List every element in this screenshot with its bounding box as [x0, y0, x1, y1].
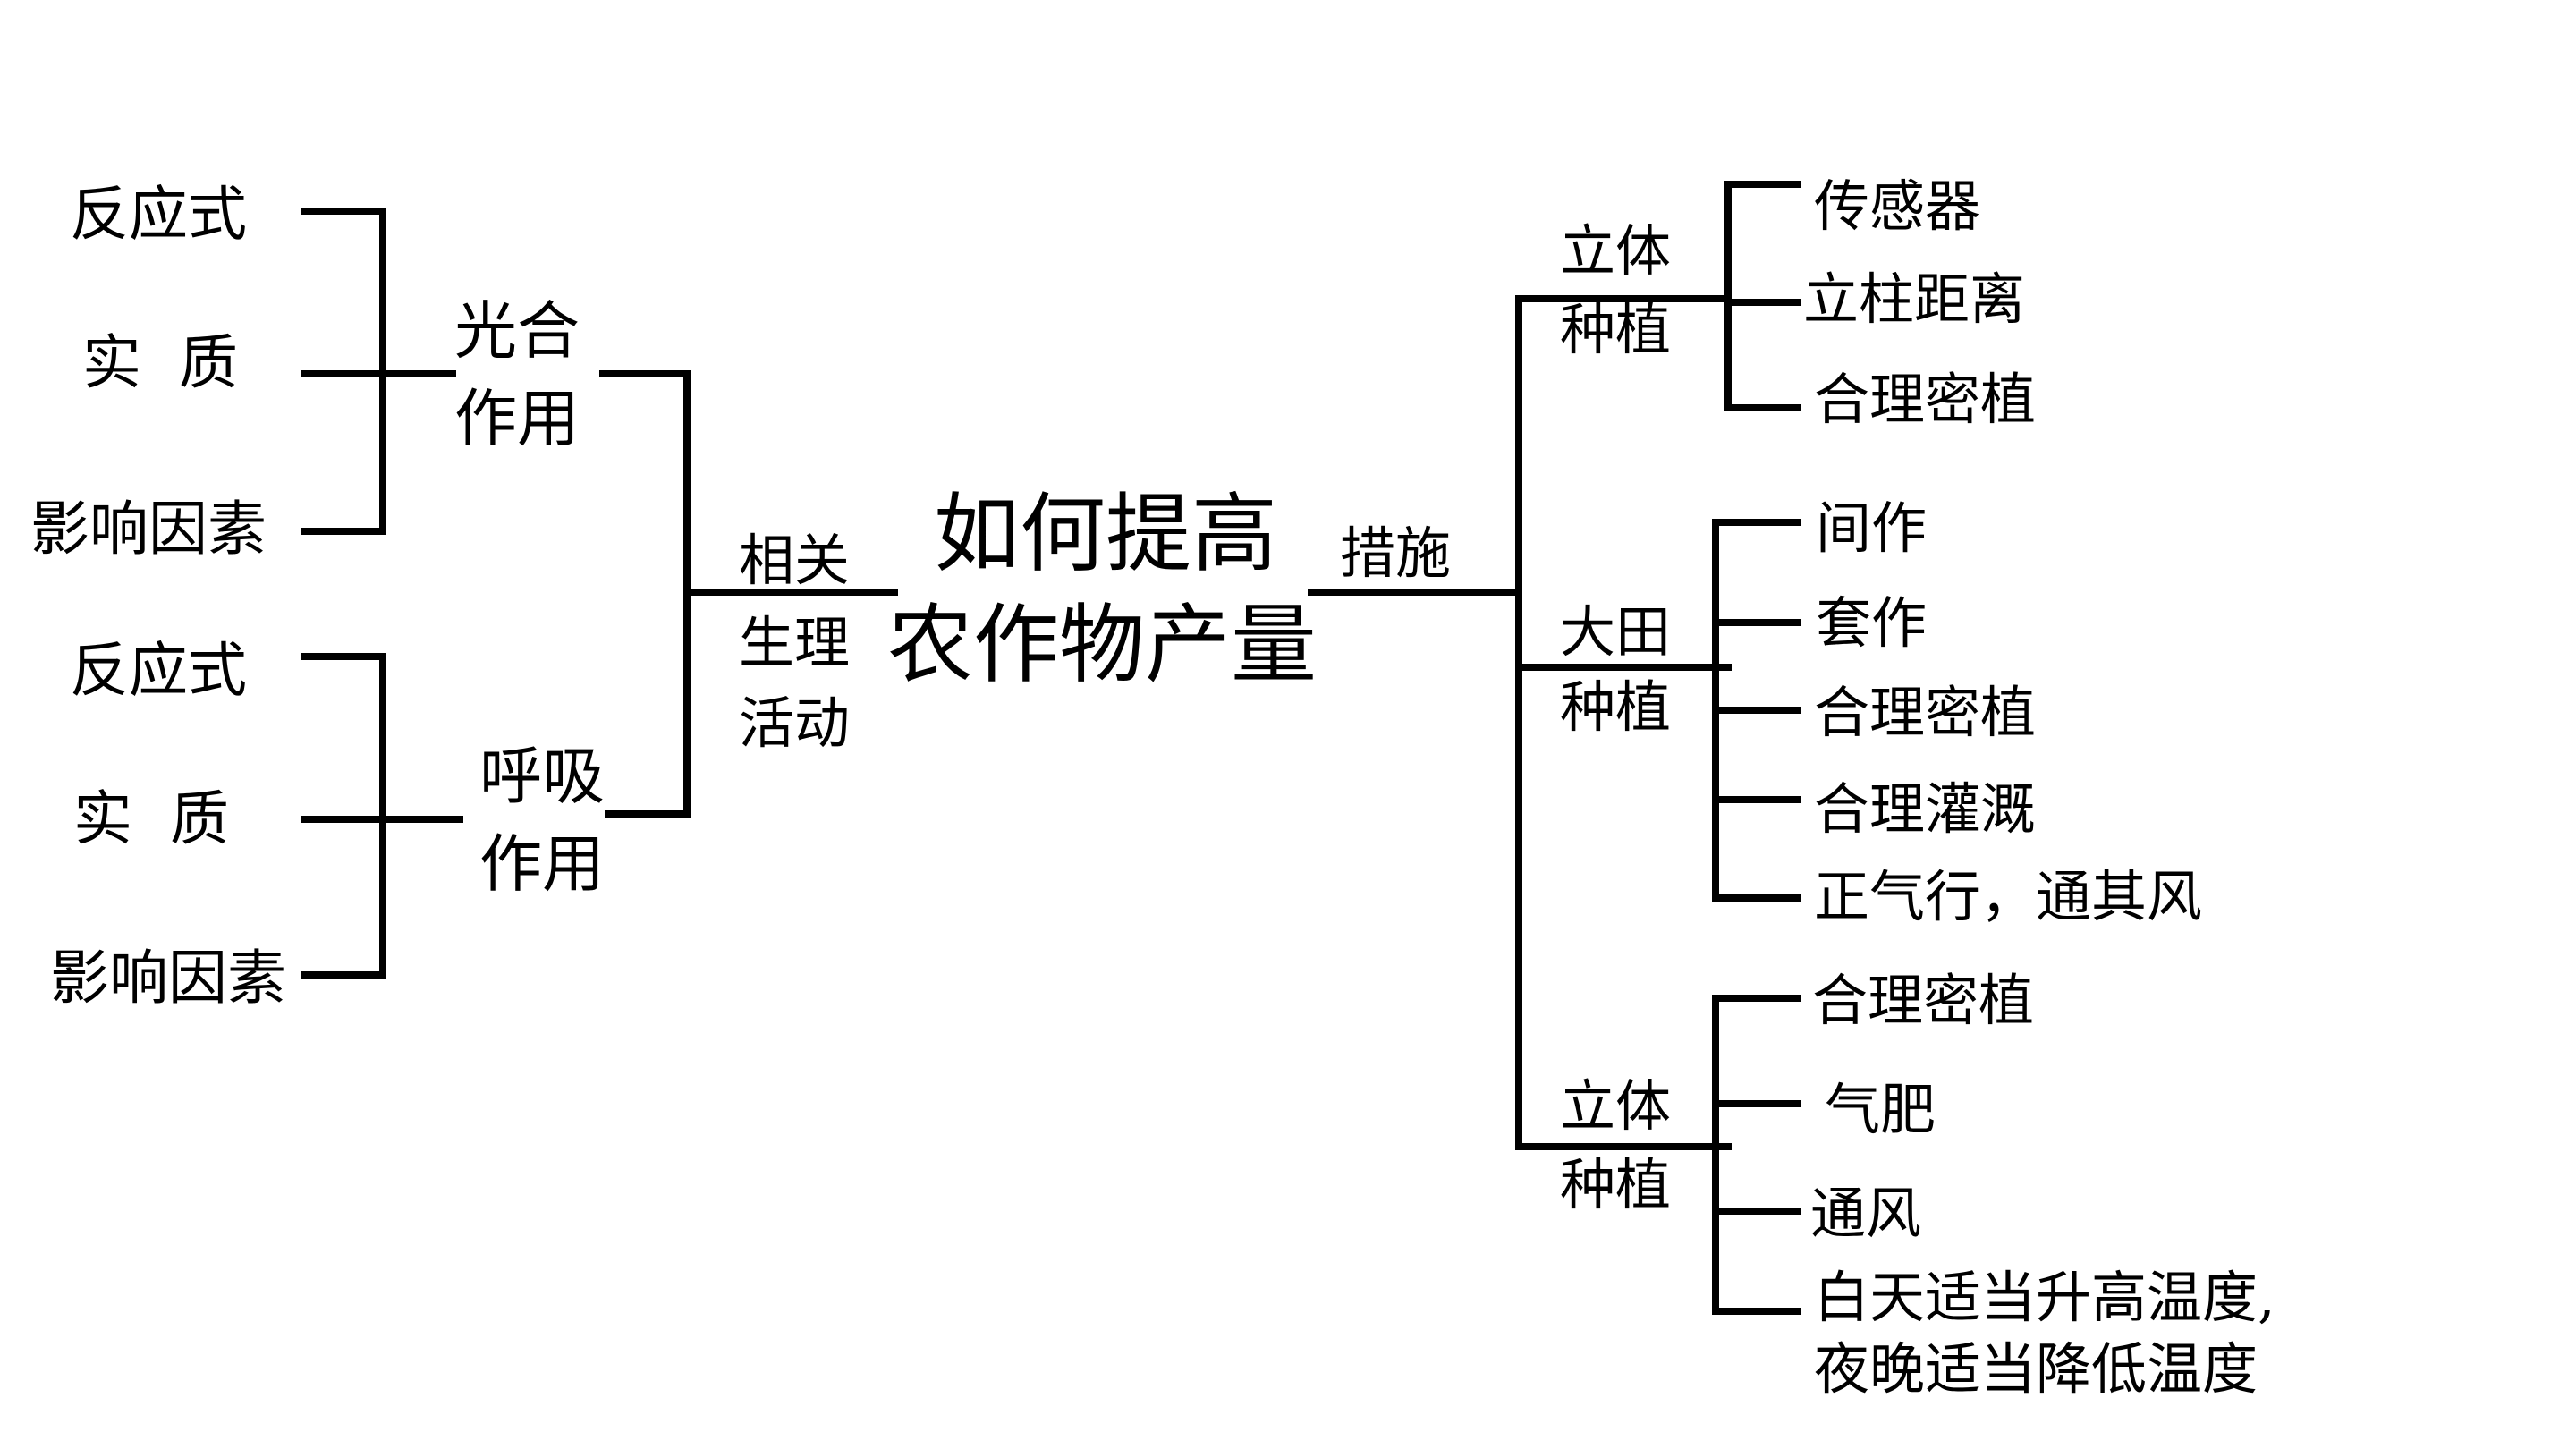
group2-item: 正气行，通其风: [1814, 864, 2202, 929]
respiration-bracket: [301, 653, 463, 979]
photosynthesis-items: 反应式 实 质 影响因素: [30, 180, 267, 564]
group3-item: 气肥: [1825, 1077, 1936, 1142]
group1-item: 传感器: [1814, 174, 1980, 239]
group2-label-line1: 大田: [1560, 599, 1671, 665]
group2-item: 合理灌溉: [1814, 776, 2036, 842]
group2-item: 套作: [1816, 590, 1927, 656]
center-title-line1: 如何提高: [934, 484, 1277, 584]
photosynthesis-item: 反应式: [70, 180, 247, 249]
photosynthesis-item: 影响因素: [30, 495, 267, 564]
group3-label-line2: 种植: [1560, 1152, 1671, 1217]
group1-bracket: [1724, 181, 1801, 411]
group3-item: 夜晚适当降低温度: [1814, 1336, 2258, 1402]
photosynthesis-item: 实 质: [82, 328, 238, 397]
related-label-line1: 相关: [739, 528, 850, 593]
group1-label-line2: 种植: [1560, 297, 1671, 362]
group1-label-line1: 立体: [1560, 218, 1671, 284]
respiration-label-line1: 呼吸: [479, 740, 605, 813]
related-label-line2: 生理: [739, 610, 850, 675]
measures-label: 措施: [1340, 521, 1451, 586]
photosynthesis-label-line2: 作用: [454, 382, 580, 455]
group3-item: 通风: [1810, 1181, 1921, 1246]
group3-item: 合理密植: [1812, 968, 2034, 1033]
respiration-item: 影响因素: [50, 944, 286, 1013]
related-label-line3: 活动: [739, 691, 850, 756]
respiration-item: 反应式: [70, 636, 247, 705]
group2-bracket: [1712, 519, 1801, 902]
group3-label-line1: 立体: [1560, 1073, 1671, 1139]
group2-item: 合理密植: [1814, 680, 2036, 745]
group3-bracket: [1712, 995, 1801, 1315]
group2-label-line2: 种植: [1560, 674, 1671, 740]
respiration-label-line2: 作用: [479, 827, 605, 901]
respiration-item: 实 质: [73, 784, 229, 853]
group1-item: 合理密植: [1814, 367, 2036, 432]
related-activities-bracket: [599, 370, 898, 818]
respiration-items: 反应式 实 质 影响因素: [50, 636, 286, 1013]
group2-item: 间作: [1816, 496, 1927, 561]
photosynthesis-label-line1: 光合: [454, 294, 580, 368]
group1-item: 立柱距离: [1803, 267, 2025, 332]
center-title-line2: 农作物产量: [887, 595, 1317, 695]
photosynthesis-bracket: [301, 208, 456, 535]
group3-item: 白天适当升高温度,: [1814, 1265, 2275, 1330]
measures-bracket: [1308, 295, 1732, 1150]
